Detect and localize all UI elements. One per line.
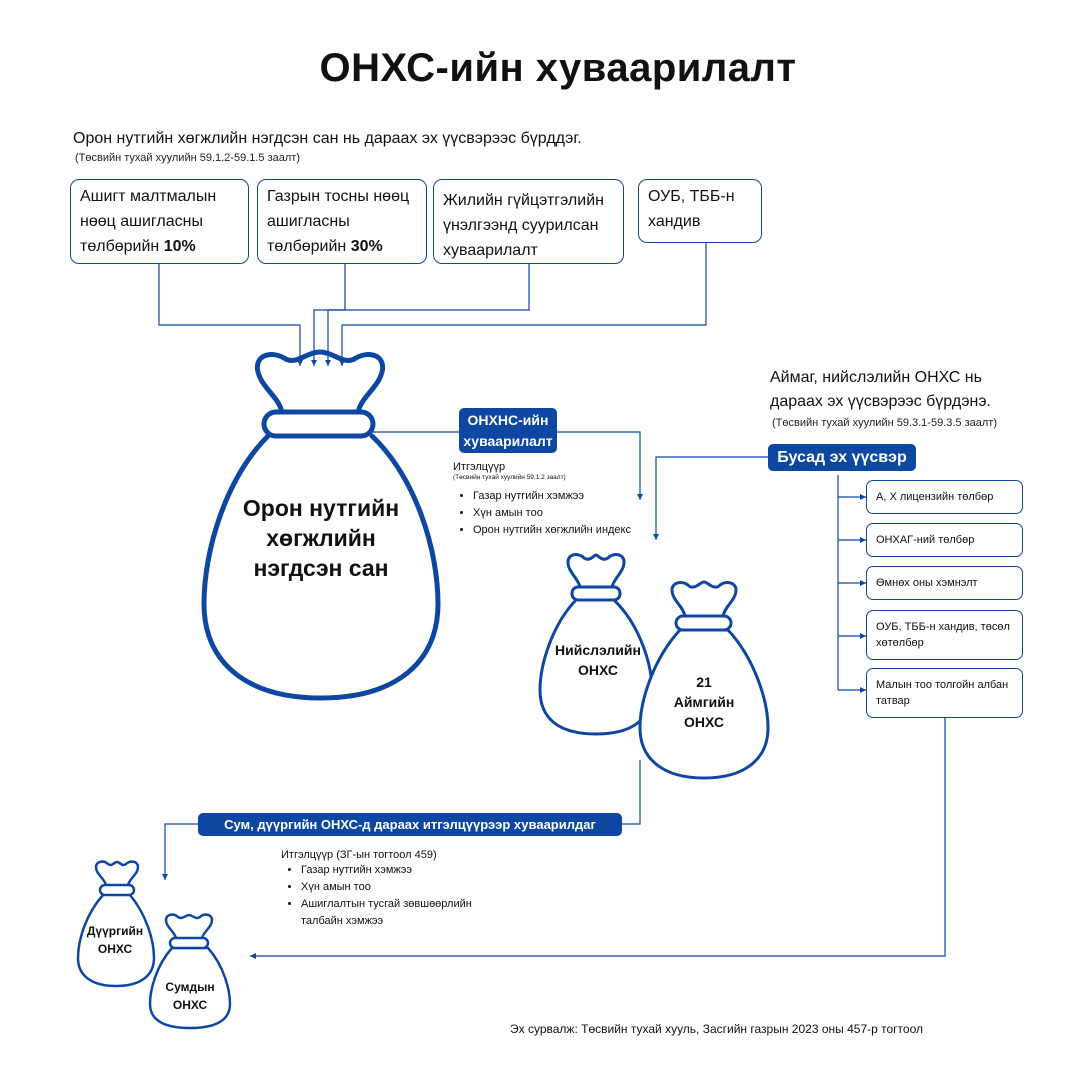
other-source-text: ОНХАГ-ний төлбөр bbox=[876, 534, 975, 546]
aimag-intro-text: Аймаг, нийслэлийн ОНХС нь дараах эх үүсв… bbox=[770, 369, 991, 410]
source-box-donation: ОУБ, ТББ-н хандив bbox=[638, 179, 762, 243]
soum-distribution-tag: Сум, дүүргийн ОНХС-д дараах итгэлцүүрээр… bbox=[198, 813, 622, 836]
other-source-text: Өмнөх оны хэмнэлт bbox=[876, 577, 978, 589]
list-item: Хүн амын тоо bbox=[301, 879, 511, 896]
other-source-text: Малын тоо толгойн албан татвар bbox=[876, 679, 1009, 707]
source-oil-text: Газрын тосны нөөц ашигласны төлбөрийн bbox=[267, 188, 410, 255]
list-item: Хүн амын тоо bbox=[473, 505, 643, 522]
main-bag-icon bbox=[201, 349, 441, 701]
soum-criteria-heading: Итгэлцүүр (ЗГ-ын тогтоол 459) bbox=[281, 849, 437, 861]
intro-text: Орон нутгийн хөгжлийн нэгдсэн сан нь дар… bbox=[73, 130, 582, 164]
onkhns-criteria-law: (Төсвийн тухай хуулийн 59.1.2 заалт) bbox=[453, 474, 566, 481]
other-source-text: А, Х лицензийн төлбөр bbox=[876, 491, 994, 503]
connector-source-3 bbox=[325, 264, 530, 366]
other-sources-tag: Бусад эх үүсвэр bbox=[768, 444, 916, 471]
onkhns-criteria-list: Газар нутгийн хэмжээ Хүн амын тоо Орон н… bbox=[453, 488, 643, 539]
source-mineral-text: Ашигт малтмалын нөөц ашигласны төлбөрийн bbox=[80, 188, 217, 255]
list-item: Газар нутгийн хэмжээ bbox=[301, 862, 511, 879]
list-item: Газар нутгийн хэмжээ bbox=[473, 488, 643, 505]
aimag-intro-law-reference: (Төсвийн тухай хуулийн 59.3.1-59.3.5 заа… bbox=[772, 417, 998, 429]
connector-aimag-to-soum bbox=[622, 760, 641, 825]
source-note: Эх сурвалж: Төсвийн тухай хууль, Засгийн… bbox=[510, 1022, 923, 1036]
connector-tax-to-soum bbox=[250, 718, 946, 959]
capital-bag-label: Нийслэлийн ОНХС bbox=[555, 642, 641, 678]
other-source-savings: Өмнөх оны хэмнэлт bbox=[866, 566, 1023, 600]
onkhns-distribution-tag: ОНХНС-ийн хуваарилалт bbox=[459, 408, 557, 453]
other-source-donation-project: ОУБ, ТББ-н хандив, төсөл хөтөлбөр bbox=[866, 610, 1023, 660]
connector-other-to-capital bbox=[653, 456, 768, 540]
district-bag-icon bbox=[76, 860, 156, 988]
page-title: ОНХС-ийн хуваарилалт bbox=[319, 46, 797, 90]
source-box-mineral: Ашигт малтмалын нөөц ашигласны төлбөрийн… bbox=[70, 179, 249, 264]
soum-bag-icon bbox=[148, 913, 232, 1030]
source-donation-text: ОУБ, ТББ-н хандив bbox=[648, 188, 735, 230]
aimag-bag-icon bbox=[638, 580, 770, 780]
source-oil-percent: 30% bbox=[350, 238, 383, 255]
onkhns-criteria-heading: Итгэлцүүр bbox=[453, 461, 506, 473]
other-source-text: ОУБ, ТББ-н хандив, төсөл хөтөлбөр bbox=[876, 621, 1010, 649]
district-bag-label: Дүүргийн ОНХС bbox=[86, 924, 144, 956]
source-mineral-percent: 10% bbox=[163, 238, 196, 255]
connector-source-4 bbox=[339, 243, 707, 366]
source-box-performance: Жилийн гүйцэтгэлийн үнэлгээнд суурилсан … bbox=[433, 179, 624, 264]
other-source-onkhag-fee: ОНХАГ-ний төлбөр bbox=[866, 523, 1023, 557]
aimag-bag-label: 21 Аймгийн ОНХС bbox=[673, 674, 735, 730]
soum-criteria-list: Газар нутгийн хэмжээ Хүн амын тоо Ашигла… bbox=[281, 862, 511, 930]
connector-soum-to-district bbox=[162, 823, 198, 880]
main-bag-label: Орон нутгийн хөгжлийн нэгдсэн сан bbox=[242, 495, 400, 581]
intro-law-reference: (Төсвийн тухай хуулийн 59.1.2-59.1.5 заа… bbox=[75, 152, 301, 164]
other-source-livestock-tax: Малын тоо толгойн албан татвар bbox=[866, 668, 1023, 718]
onkhns-criteria: Итгэлцүүр (Төсвийн тухай хуулийн 59.1.2 … bbox=[453, 461, 643, 539]
source-box-oil: Газрын тосны нөөц ашигласны төлбөрийн 30… bbox=[257, 179, 427, 264]
capital-bag-icon bbox=[538, 553, 654, 736]
intro-sentence: Орон нутгийн хөгжлийн нэгдсэн сан нь дар… bbox=[73, 130, 582, 147]
list-item: Орон нутгийн хөгжлийн индекс bbox=[473, 522, 643, 539]
soum-bag-label: Сумдын ОНХС bbox=[165, 980, 215, 1012]
other-source-license-fee: А, Х лицензийн төлбөр bbox=[866, 480, 1023, 514]
list-item: Ашиглалтын тусгай зөвшөөрлийн талбайн хэ… bbox=[301, 896, 511, 930]
source-performance-text: Жилийн гүйцэтгэлийн үнэлгээнд суурилсан … bbox=[443, 192, 604, 259]
soum-criteria: Итгэлцүүр (ЗГ-ын тогтоол 459) Газар нутг… bbox=[281, 849, 511, 930]
connector-source-1 bbox=[158, 264, 303, 366]
